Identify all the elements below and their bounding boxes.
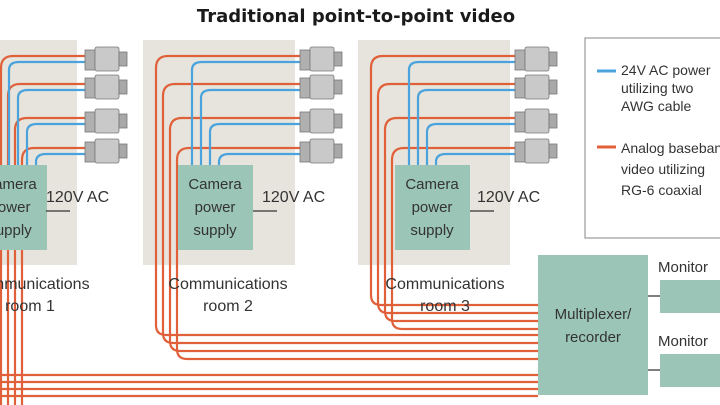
diagram-title: Traditional point-to-point video [197,6,515,27]
legend-power-line-3: AWG cable [621,98,691,114]
video-coax-line [390,146,538,331]
multiplexer-recorder: Multiplexer/ recorder [538,255,648,395]
video-coax-line [175,146,538,361]
cameras [84,46,558,164]
power-line [407,60,515,165]
legend-video-line-3: RG-6 coaxial [621,182,702,198]
monitor-1-label: Monitor [658,259,708,276]
video-coax-line [0,54,85,405]
power-line [16,88,85,165]
ac-input-label: 120V AC [477,189,540,206]
camera-icon [514,138,558,164]
room-label: Communications [385,276,504,293]
power-supply-label: Camera [188,176,242,193]
monitor-2-label: Monitor [658,333,708,350]
camera-icon [84,74,128,100]
ac-input-label: 120V AC [46,189,109,206]
monitor-1: Monitor [648,259,720,313]
room-labels: Communications room 1 Communications room 2… [0,276,505,315]
power-line [217,152,300,165]
power-supply-label: supply [0,222,32,239]
power-supply-label: Camera [405,176,459,193]
power-supply-label: Camera [0,176,37,193]
legend-video-line-1: Analog baseband [621,140,720,156]
legend: 24V AC power utilizing two AWG cable Ana… [584,37,720,239]
power-line [34,152,85,165]
room-label: room 1 [5,298,55,315]
power-line [199,88,300,165]
multiplexer-line-1: Multiplexer/ [555,306,633,323]
power-supply-label: power [412,199,453,216]
legend-power-line-2: utilizing two [621,80,694,96]
room-label: Communications [168,276,287,293]
power-supply-label: supply [193,222,237,239]
power-line [434,152,515,165]
room-label: Communications [0,276,90,293]
camera-icon [84,138,128,164]
room-label: room 2 [203,298,253,315]
room-label: room 3 [420,298,470,315]
camera-icon [299,46,343,72]
wiring [0,54,538,405]
power-supply-label: power [195,199,236,216]
monitor-2: Monitor [648,333,720,387]
power-supplies: Camera power supply 120V AC Camera power suppl… [0,165,540,250]
legend-power-line-1: 24V AC power [621,62,711,78]
multiplexer-box [538,255,648,395]
monitor-2-box [660,354,720,387]
camera-icon [514,74,558,100]
power-line [7,60,85,165]
camera-power-supply [395,165,470,250]
power-line [190,60,300,165]
camera-power-supply [178,165,253,250]
legend-video-line-2: video utilizing [621,161,705,177]
power-supply-label: power [0,199,30,216]
camera-icon [514,46,558,72]
power-supply-label: supply [410,222,454,239]
power-line [416,88,515,165]
camera-icon [514,108,558,134]
camera-icon [299,108,343,134]
power-line [208,122,300,165]
camera-power-supply [0,165,47,250]
ac-input-label: 120V AC [262,189,325,206]
camera-icon [299,74,343,100]
power-line [25,122,85,165]
monitor-1-box [660,280,720,313]
video-coax-line [20,146,85,405]
power-line [425,122,515,165]
multiplexer-line-2: recorder [565,329,621,346]
camera-icon [84,46,128,72]
camera-icon [84,108,128,134]
camera-icon [299,138,343,164]
